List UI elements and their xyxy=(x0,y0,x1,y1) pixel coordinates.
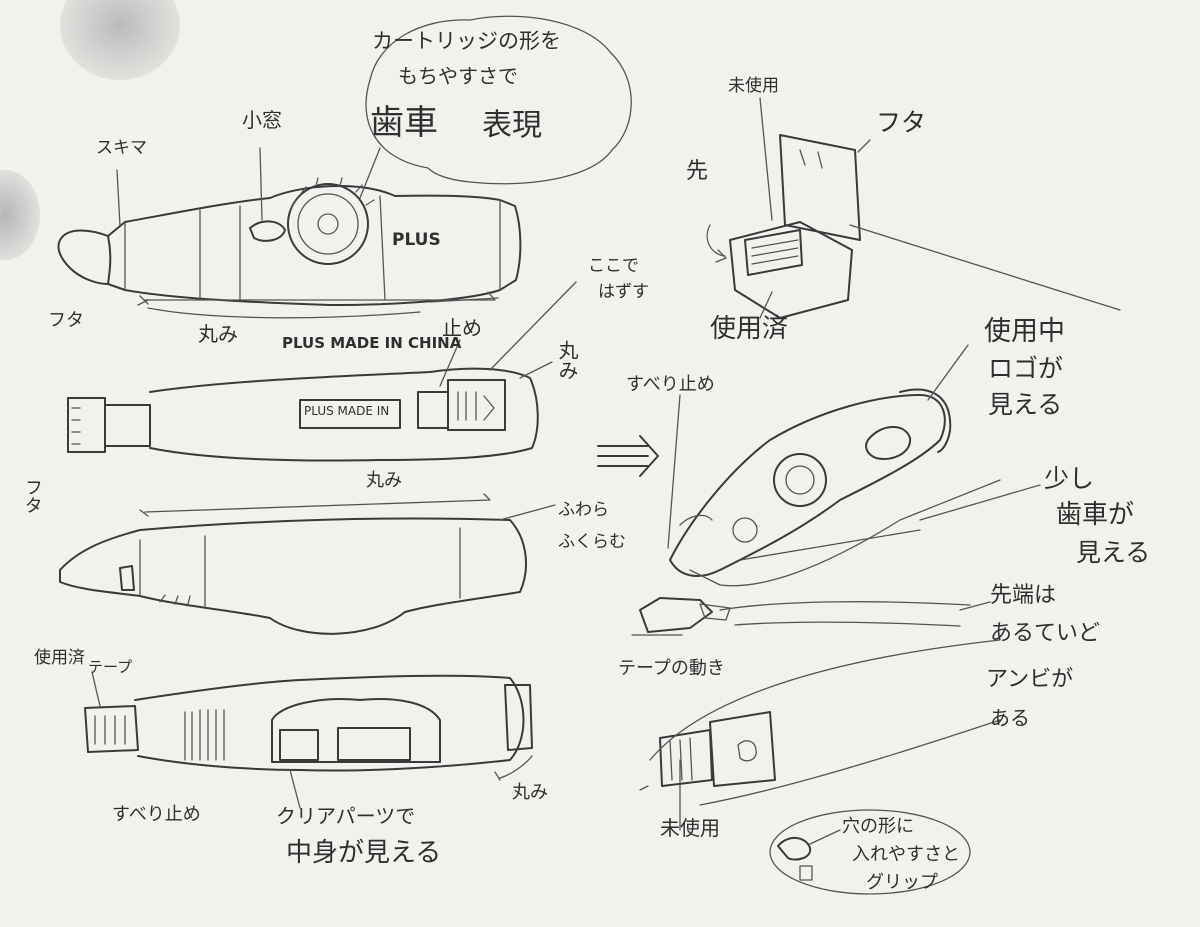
label-shiyouchuu-1: 使用中 xyxy=(984,318,1065,346)
label-marumi-1: 丸み xyxy=(198,324,238,345)
tape-underside-view xyxy=(85,676,532,780)
label-shiyouchuu-2: ロゴが xyxy=(988,356,1063,382)
bubble-line-1: カートリッジの形を xyxy=(372,30,561,52)
label-marumi-3: 丸み xyxy=(512,784,548,803)
label-ana-2: 入れやすさと xyxy=(852,846,960,865)
label-anchor-1: アンビが xyxy=(986,668,1073,691)
label-mishiyou-bottom: 未使用 xyxy=(660,818,720,839)
tape-bottom-view xyxy=(60,518,526,633)
label-haguruma: 歯車 xyxy=(370,106,438,142)
label-ana-1: 穴の形に xyxy=(842,818,914,837)
cap-open-view xyxy=(707,135,1120,318)
transition-arrow xyxy=(598,436,658,476)
label-suberi-dome-right: すべり止め xyxy=(626,376,715,395)
label-futa-left: フタ xyxy=(48,312,84,331)
label-sentan-2: あるていど xyxy=(990,622,1100,645)
label-anchor-2: ある xyxy=(990,708,1030,729)
label-tome: 止め xyxy=(442,318,482,339)
label-koko-de-1: ここで xyxy=(588,258,639,276)
label-plus-logo: PLUS xyxy=(392,232,441,250)
label-clear-1: クリアパーツで xyxy=(276,806,415,827)
label-sukima: スキマ xyxy=(96,140,147,158)
label-shiyouzumi-2: テープ xyxy=(88,660,132,676)
label-sukoshi-3: 見える xyxy=(1076,540,1150,566)
label-shiyouzumi-1: 使用済 xyxy=(34,650,85,668)
label-ana-3: グリップ xyxy=(866,874,938,893)
label-futa-vertical: フタ xyxy=(22,478,41,514)
label-clear-2: 中身が見える xyxy=(286,840,441,867)
label-koko-de-2: はずす xyxy=(598,284,649,302)
label-fukura-1: ふわら xyxy=(558,502,609,520)
leader-lines xyxy=(92,98,1040,830)
label-futa-right: フタ xyxy=(876,110,926,136)
label-shiyouzumi-right: 使用済 xyxy=(710,316,788,343)
bubble-line-2: もちやすさで xyxy=(398,66,518,87)
bubble-line-3: 表現 xyxy=(482,110,542,142)
label-sukoshi-2: 歯車が xyxy=(1056,502,1134,529)
label-komado: 小窓 xyxy=(242,110,282,131)
label-print-top: PLUS MADE IN CHINA xyxy=(282,336,461,352)
label-saki: 先 xyxy=(686,160,708,183)
label-print-box: PLUS MADE IN xyxy=(304,405,389,418)
label-marumi-right: 丸み xyxy=(556,340,577,380)
label-mishiyou-top: 未使用 xyxy=(728,78,779,96)
label-suberi-dome-bottom: すべり止め xyxy=(112,806,201,825)
tape-side-view xyxy=(58,178,520,318)
label-tape-ugoki: テープの動き xyxy=(618,660,725,679)
label-fukura-2: ふくらむ xyxy=(558,534,626,552)
label-shiyouchuu-3: 見える xyxy=(988,392,1062,418)
label-sukoshi-1: 少し xyxy=(1044,466,1094,492)
label-sentan-1: 先端は xyxy=(990,584,1056,607)
label-marumi-2: 丸み xyxy=(366,472,402,491)
